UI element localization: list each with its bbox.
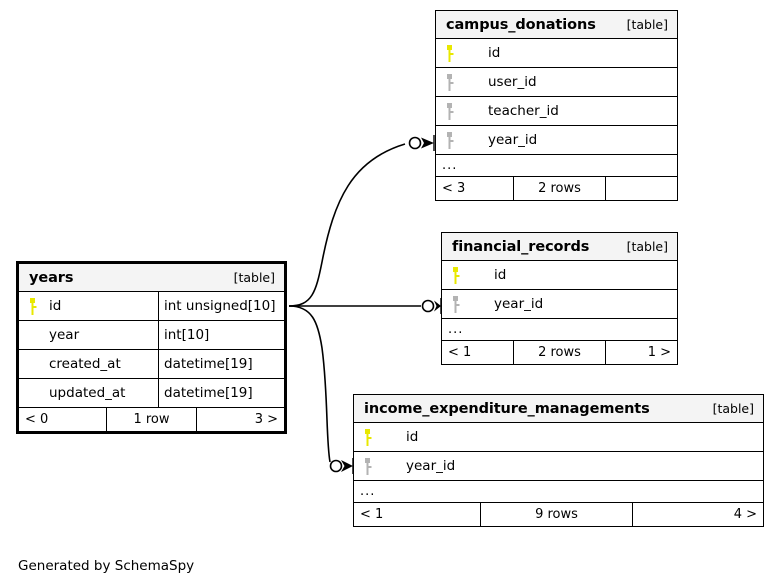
primary-key-icon [442, 266, 468, 284]
foreign-key-icon [436, 131, 462, 149]
table-node-income-expenditure-managements[interactable]: income_expenditure_managements [table] i… [353, 394, 764, 527]
table-header: years [table] [19, 264, 284, 292]
table-footer: < 1 9 rows 4 > [354, 503, 763, 526]
column-type: int unsigned[10] [164, 298, 276, 314]
table-node-years[interactable]: years [table] id int unsigned[10] [16, 261, 287, 434]
primary-key-icon [19, 297, 45, 315]
crowsfoot-arrow [434, 300, 441, 312]
table-kind-label: [table] [626, 239, 668, 254]
crowsfoot-arrow [421, 137, 434, 149]
table-footer: < 3 2 rows [436, 177, 677, 200]
more-columns-ellipsis: ... [436, 155, 677, 177]
optional-marker-circle [421, 299, 435, 313]
row-count: 1 row [107, 408, 197, 431]
column-name: year_id [488, 132, 538, 148]
table-row[interactable]: year_id [354, 452, 763, 481]
column-name: id [49, 298, 62, 314]
children-count[interactable]: 3 > [254, 412, 278, 427]
foreign-key-icon [436, 102, 462, 120]
foreign-key-icon [442, 295, 468, 313]
table-node-campus-donations[interactable]: campus_donations [table] id us [435, 10, 678, 201]
table-row[interactable]: id [436, 39, 677, 68]
table-kind-label: [table] [626, 17, 668, 32]
table-footer: < 1 2 rows 1 > [442, 341, 677, 364]
optional-marker-circle [329, 459, 343, 473]
column-type: int[10] [164, 327, 210, 343]
crowsfoot-arrow [341, 460, 353, 472]
children-count[interactable] [606, 177, 677, 200]
parents-count[interactable]: < 1 [442, 341, 514, 364]
table-title: campus_donations [446, 16, 596, 33]
foreign-key-icon [354, 457, 380, 475]
column-name: created_at [49, 356, 121, 372]
column-name: user_id [488, 74, 537, 90]
table-row[interactable]: year_id [436, 126, 677, 155]
relationship-years-to-financial-records [289, 298, 442, 314]
table-kind-label: [table] [233, 270, 275, 285]
table-title: financial_records [452, 238, 590, 255]
column-name: updated_at [49, 385, 126, 401]
table-footer: < 0 1 row 3 > [19, 408, 284, 431]
table-row[interactable]: user_id [436, 68, 677, 97]
table-header: income_expenditure_managements [table] [354, 395, 763, 423]
children-count[interactable]: 4 > [733, 507, 757, 522]
table-header: campus_donations [table] [436, 11, 677, 39]
column-name: year_id [406, 458, 456, 474]
row-count: 2 rows [514, 177, 606, 200]
relationship-years-to-income-expenditure-managements [288, 305, 354, 474]
column-type: datetime[19] [164, 356, 253, 372]
schemaspy-attribution: Generated by SchemaSpy [18, 558, 195, 574]
row-count: 2 rows [514, 341, 606, 364]
table-title: income_expenditure_managements [364, 400, 650, 417]
parents-count[interactable]: < 0 [19, 408, 107, 431]
column-name: year_id [494, 296, 544, 312]
table-header: financial_records [table] [442, 233, 677, 261]
column-name: id [488, 45, 501, 61]
relationship-years-to-campus-donations [288, 135, 435, 307]
column-name: year [49, 327, 80, 343]
table-row[interactable]: id int unsigned[10] [19, 292, 284, 321]
table-row[interactable]: id [442, 261, 677, 290]
primary-key-icon [354, 428, 380, 446]
children-count[interactable]: 1 > [647, 345, 671, 360]
table-row[interactable]: year int[10] [19, 321, 284, 350]
table-node-financial-records[interactable]: financial_records [table] id y [441, 232, 678, 365]
foreign-key-icon [436, 73, 462, 91]
column-type: datetime[19] [164, 385, 253, 401]
table-kind-label: [table] [712, 401, 754, 416]
table-row[interactable]: year_id [442, 290, 677, 319]
column-name: teacher_id [488, 103, 559, 119]
column-name: id [494, 267, 507, 283]
more-columns-ellipsis: ... [442, 319, 677, 341]
row-count: 9 rows [481, 503, 633, 526]
primary-key-icon [436, 44, 462, 62]
table-row[interactable]: id [354, 423, 763, 452]
parents-count[interactable]: < 3 [436, 177, 514, 200]
more-columns-ellipsis: ... [354, 481, 763, 503]
table-title: years [29, 269, 74, 286]
table-row[interactable]: created_at datetime[19] [19, 350, 284, 379]
column-name: id [406, 429, 419, 445]
table-row[interactable]: updated_at datetime[19] [19, 379, 284, 408]
table-row[interactable]: teacher_id [436, 97, 677, 126]
optional-marker-circle [408, 136, 422, 150]
parents-count[interactable]: < 1 [354, 503, 481, 526]
